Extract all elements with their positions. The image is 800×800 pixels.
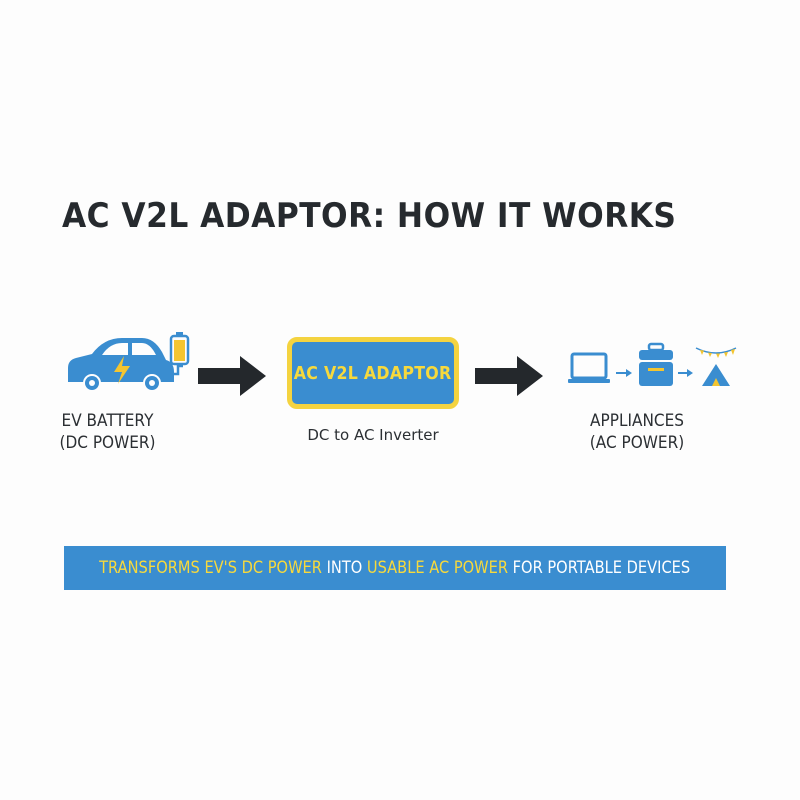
tent-icon <box>695 347 737 386</box>
adaptor-label: AC V2L ADAPTOR <box>294 362 452 384</box>
banner-text-part4: FOR PORTABLE DEVICES <box>508 558 691 578</box>
adaptor-box: AC V2L ADAPTOR <box>287 337 459 409</box>
ev-car-icon <box>68 332 190 392</box>
appliances-icons <box>568 342 737 386</box>
cooler-icon <box>639 342 673 386</box>
summary-banner: TRANSFORMS EV'S DC POWER INTO USABLE AC … <box>64 546 726 590</box>
appliances-label: APPLIANCES (AC POWER) <box>589 411 685 453</box>
page-title: AC V2L ADAPTOR: HOW IT WORKS <box>62 196 677 236</box>
ev-battery-label: EV BATTERY (DC POWER) <box>59 411 156 453</box>
banner-text-part3: USABLE AC POWER <box>367 558 509 578</box>
banner-text-part2: INTO <box>322 558 368 578</box>
arrow-right-icon <box>198 356 266 396</box>
inverter-caption: DC to AC Inverter <box>307 426 439 444</box>
small-arrow-icon <box>616 369 632 377</box>
laptop-icon <box>568 352 610 383</box>
small-arrow-icon <box>678 369 693 377</box>
banner-text-part1: TRANSFORMS EV'S DC POWER <box>99 558 323 578</box>
arrow-right-icon <box>475 356 543 396</box>
